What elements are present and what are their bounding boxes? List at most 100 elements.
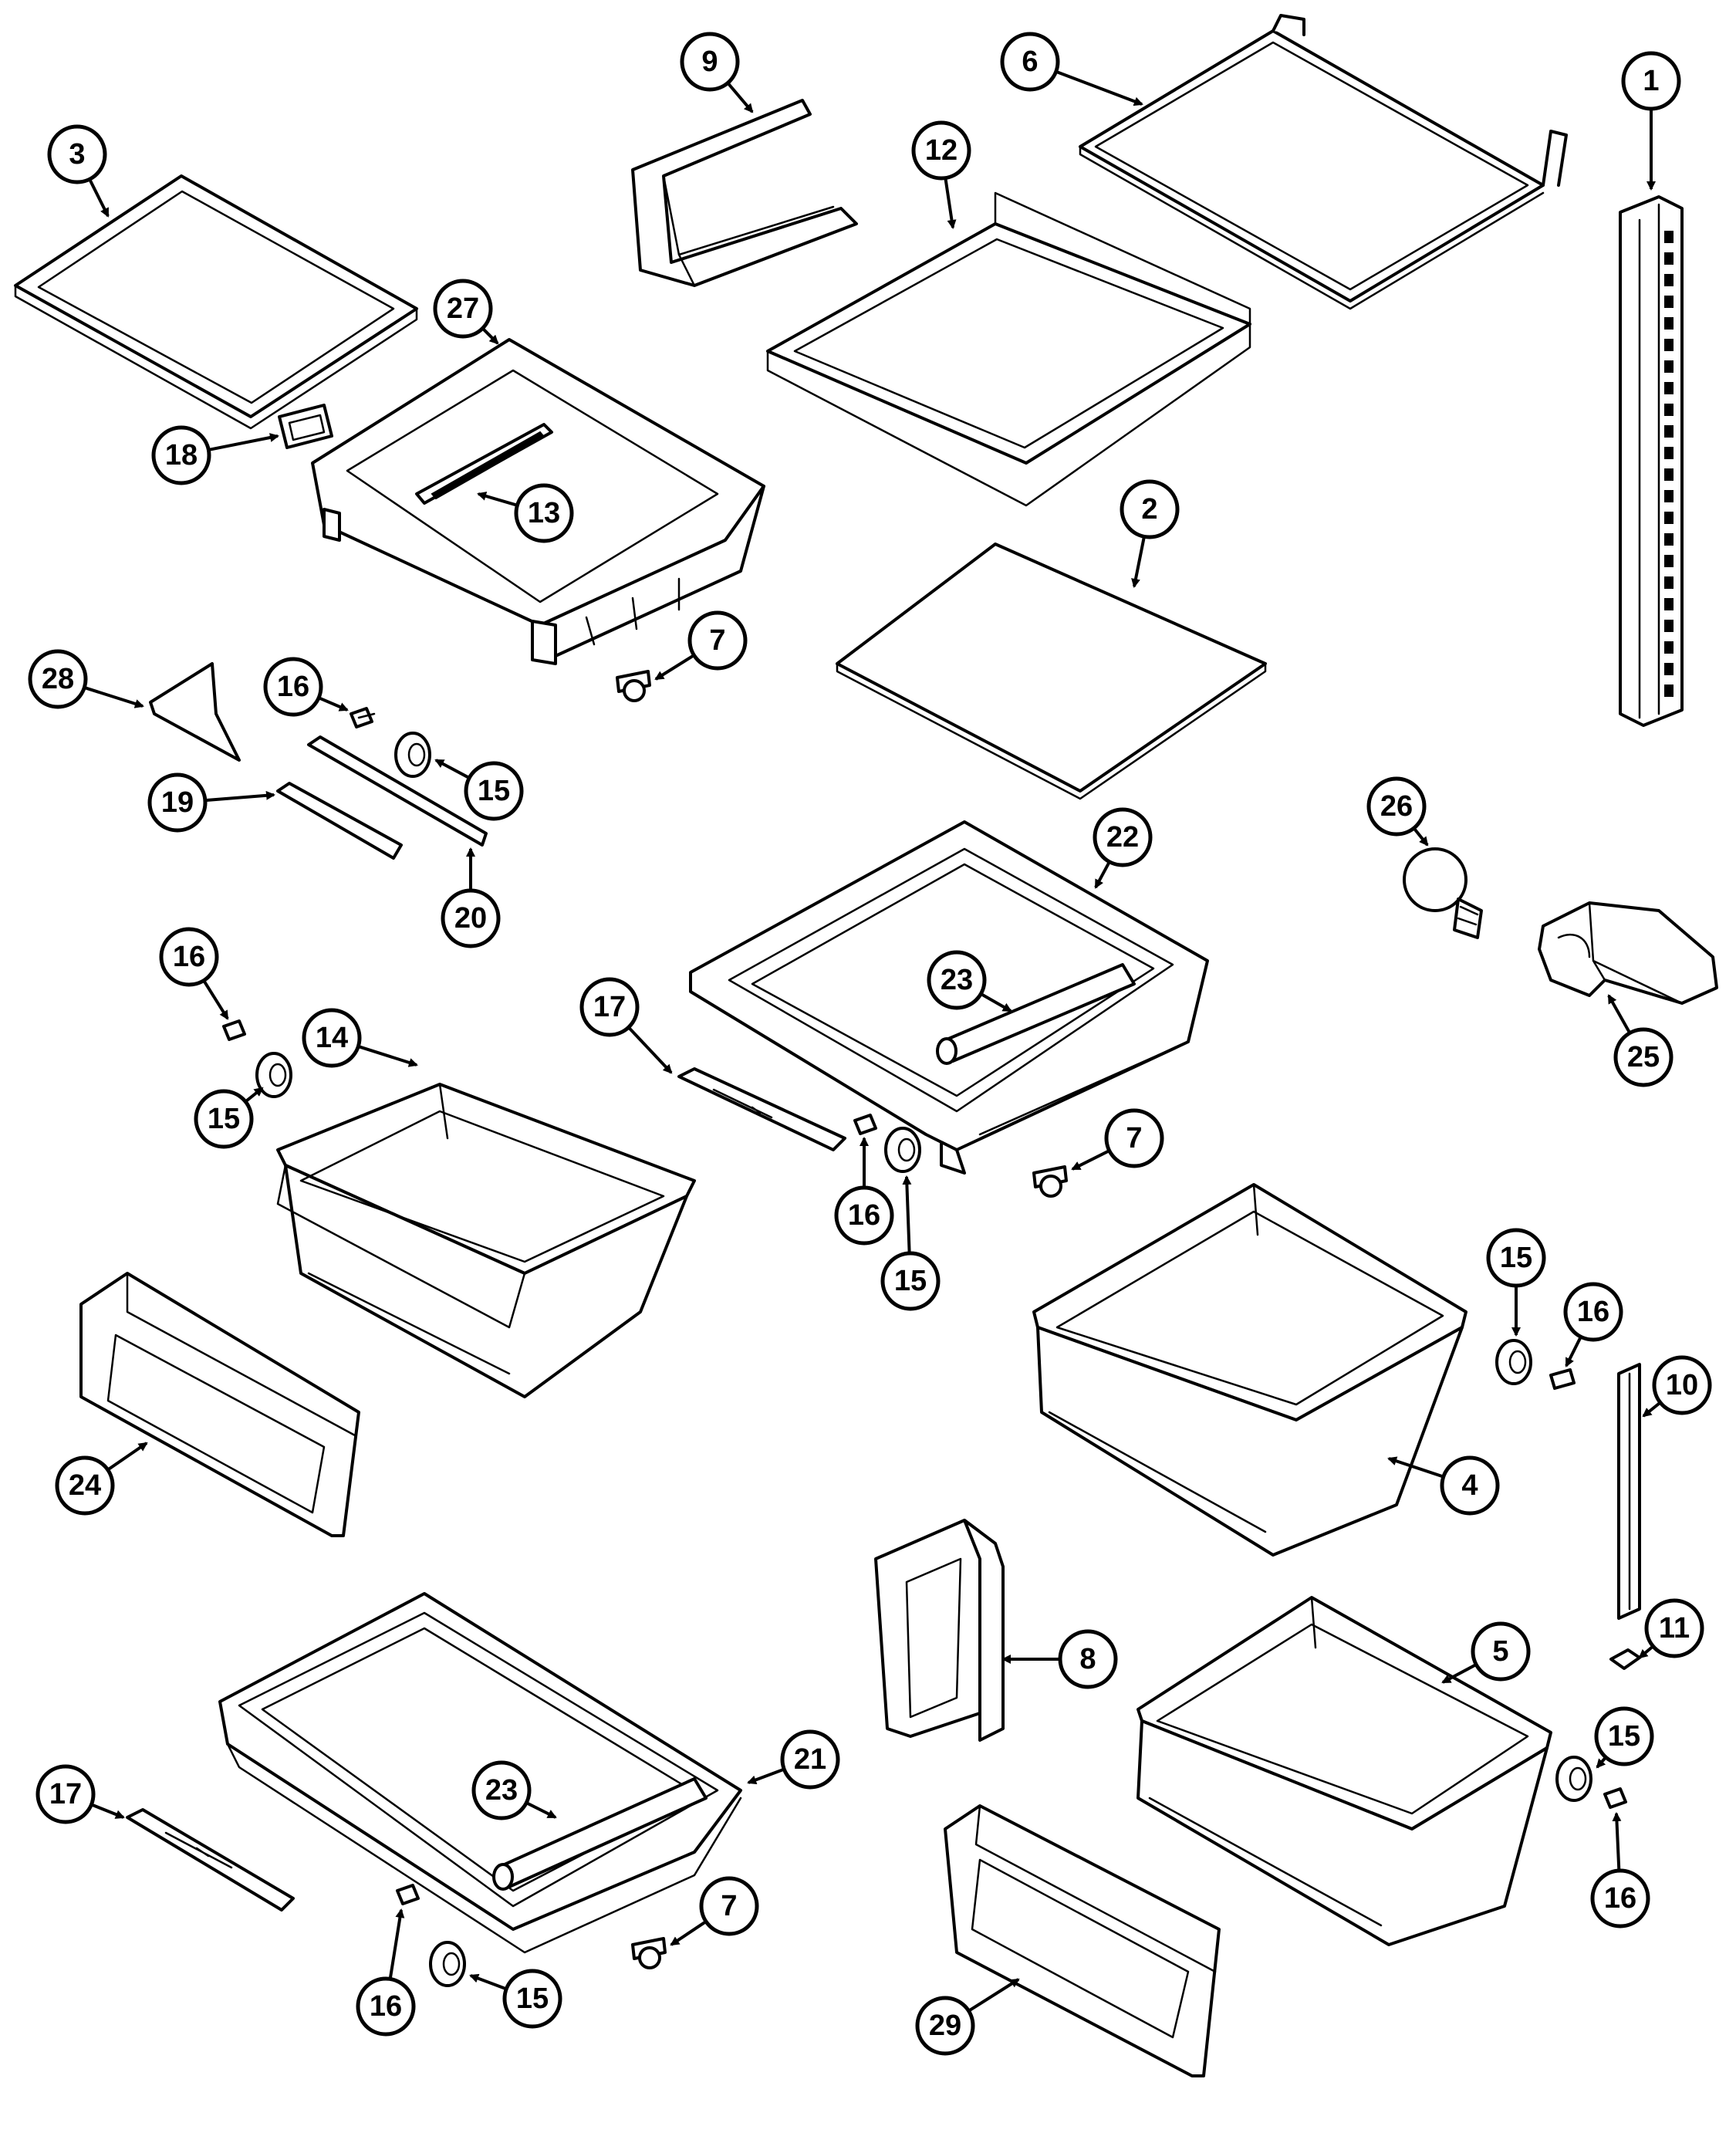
callout-circle xyxy=(699,1876,759,1936)
part-15-roller-a xyxy=(394,732,431,778)
leader-line xyxy=(90,1803,125,1819)
leader-line xyxy=(106,1442,148,1472)
callout-c14: 14 xyxy=(302,1008,418,1068)
callout-circle xyxy=(1093,807,1153,867)
callout-number: 8 xyxy=(1079,1643,1096,1675)
callout-number: 7 xyxy=(721,1890,737,1922)
callout-c29: 29 xyxy=(915,1978,1020,2056)
callout-number: 7 xyxy=(1126,1122,1142,1154)
callout-c25: 25 xyxy=(1607,994,1674,1087)
callout-number: 15 xyxy=(478,775,510,807)
callout-circle xyxy=(1440,1455,1500,1516)
callout-circle xyxy=(1621,51,1681,111)
callout-number: 23 xyxy=(485,1774,518,1807)
callout-c3: 3 xyxy=(47,124,110,218)
part-15-roller-c xyxy=(884,1127,921,1173)
leader-line xyxy=(1131,536,1146,588)
callout-circle xyxy=(1590,1868,1650,1928)
part-8-storage-bin xyxy=(874,1519,1005,1742)
callout-number: 22 xyxy=(1106,821,1139,854)
part-14-crisper-drawer-left xyxy=(276,1083,696,1398)
callout-c7c: 7 xyxy=(670,1876,759,1946)
part-12-shelf-frame xyxy=(766,191,1251,507)
leader-line xyxy=(477,492,518,507)
leader-line xyxy=(1071,1149,1110,1171)
callout-circle xyxy=(1613,1027,1674,1087)
callout-circle xyxy=(780,1729,840,1790)
part-15-roller-d xyxy=(1495,1339,1532,1385)
part-15-roller-e xyxy=(1555,1756,1592,1802)
callout-circle xyxy=(1471,1621,1531,1682)
callout-c4: 4 xyxy=(1387,1455,1500,1516)
part-6-wire-shelf xyxy=(1079,14,1568,310)
leader-line xyxy=(244,1087,264,1104)
leader-line xyxy=(1596,1756,1607,1769)
callout-circle xyxy=(1120,479,1180,539)
callout-c2: 2 xyxy=(1120,479,1180,588)
part-24-drawer-front xyxy=(79,1272,360,1537)
callout-number: 26 xyxy=(1380,790,1413,823)
callout-circle xyxy=(356,1976,416,2037)
callout-c16e: 16 xyxy=(1590,1812,1650,1928)
part-15-roller-b xyxy=(255,1052,292,1098)
leader-line xyxy=(747,1767,785,1785)
callout-circle xyxy=(464,761,524,821)
leader-line xyxy=(525,1801,557,1819)
callout-number: 7 xyxy=(709,624,725,657)
callout-c24: 24 xyxy=(55,1442,148,1516)
callout-number: 25 xyxy=(1627,1041,1660,1073)
callout-circle xyxy=(263,657,323,717)
callout-c5: 5 xyxy=(1441,1621,1531,1684)
leader-line xyxy=(1094,860,1111,889)
callout-number: 21 xyxy=(794,1743,826,1776)
part-3-shelf-frame xyxy=(14,174,418,430)
callout-c18: 18 xyxy=(151,425,279,485)
callout-c15f: 15 xyxy=(469,1969,562,2029)
leader-line xyxy=(208,433,279,451)
leader-line xyxy=(1055,69,1143,106)
callout-circle xyxy=(159,927,219,987)
callout-c11: 11 xyxy=(1638,1598,1704,1659)
part-19-slide xyxy=(276,782,403,860)
leader-line xyxy=(654,654,695,681)
callout-circle xyxy=(680,32,740,92)
callout-number: 15 xyxy=(894,1265,927,1297)
callout-number: 2 xyxy=(1141,493,1157,526)
callout-circle xyxy=(834,1185,894,1246)
callout-number: 24 xyxy=(69,1469,101,1502)
callout-circle xyxy=(911,120,971,181)
leader-line xyxy=(627,1026,673,1074)
callout-circle xyxy=(441,888,501,948)
callout-number: 15 xyxy=(1608,1720,1640,1753)
callout-c23b: 23 xyxy=(471,1760,557,1820)
callout-c15b: 15 xyxy=(194,1087,264,1149)
callout-c13: 13 xyxy=(477,483,574,543)
callout-circle xyxy=(471,1760,532,1820)
callout-c17b: 17 xyxy=(35,1764,125,1824)
callout-c10: 10 xyxy=(1642,1355,1712,1418)
callout-circle xyxy=(1644,1598,1704,1658)
leader-line xyxy=(83,686,144,708)
callout-number: 20 xyxy=(454,902,487,935)
part-7-pin-b xyxy=(1032,1165,1068,1198)
callout-number: 1 xyxy=(1643,65,1659,97)
callout-circle xyxy=(194,1089,254,1149)
callout-number: 28 xyxy=(42,663,74,695)
leader-line xyxy=(980,992,1012,1012)
callout-number: 15 xyxy=(208,1103,240,1135)
callout-circle xyxy=(1652,1355,1712,1415)
callout-c27: 27 xyxy=(433,279,499,345)
callout-circle xyxy=(147,772,208,833)
part-17-slide-track-b xyxy=(126,1808,295,1912)
part-25-lamp-socket xyxy=(1538,901,1718,1005)
callout-circle xyxy=(35,1764,96,1824)
leader-line xyxy=(204,790,275,803)
leader-line xyxy=(469,1973,507,1991)
callout-number: 19 xyxy=(161,786,194,819)
part-28-divider xyxy=(149,662,241,762)
leader-line xyxy=(1638,1645,1654,1659)
callout-c16c: 16 xyxy=(834,1137,894,1246)
callout-number: 16 xyxy=(277,671,309,703)
callout-number: 17 xyxy=(49,1778,82,1810)
callout-c28: 28 xyxy=(28,649,144,709)
